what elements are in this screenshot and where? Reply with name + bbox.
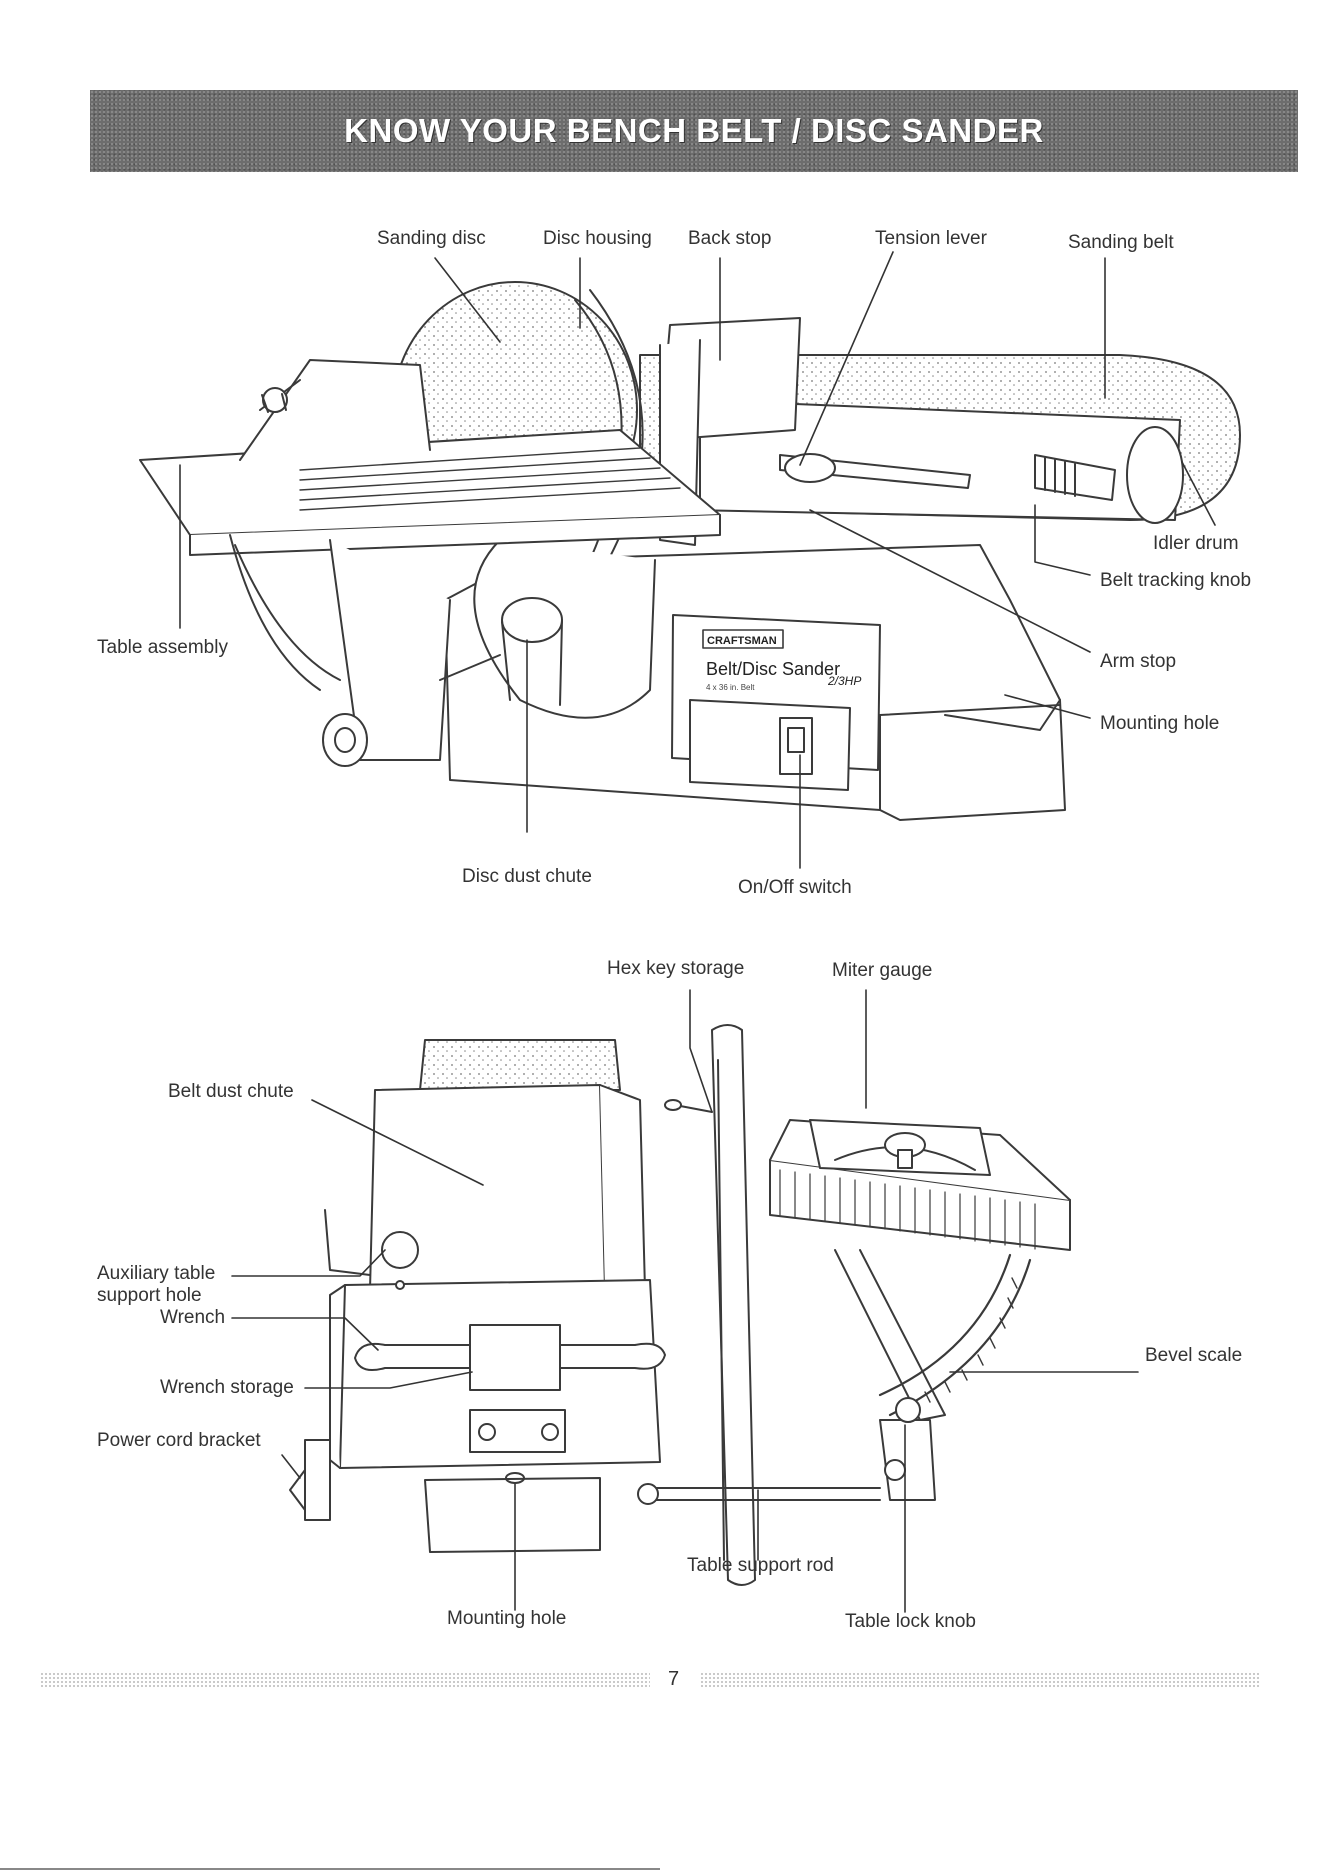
label-disc-housing: Disc housing (543, 228, 652, 249)
label-sanding-belt: Sanding belt (1068, 232, 1174, 253)
label-mounting-hole-top: Mounting hole (1100, 713, 1220, 734)
header-banner: KNOW YOUR BENCH BELT / DISC SANDER (90, 90, 1298, 172)
label-on-off-switch: On/Off switch (738, 877, 852, 898)
bottom-edge-rule (0, 1868, 660, 1870)
footer-rule-right (700, 1672, 1260, 1688)
nameplate-power: 2/3HP (827, 674, 861, 688)
label-tension-lever: Tension lever (875, 228, 987, 249)
page-title: KNOW YOUR BENCH BELT / DISC SANDER (344, 112, 1044, 149)
label-hex-key-storage: Hex key storage (607, 958, 745, 979)
top-view-leader-lines (179, 251, 1216, 869)
label-power-cord-bracket: Power cord bracket (97, 1430, 261, 1451)
label-sanding-disc: Sanding disc (377, 228, 486, 249)
label-table-lock-knob: Table lock knob (845, 1611, 976, 1632)
label-arm-stop: Arm stop (1100, 651, 1177, 672)
nameplate-product: Belt/Disc Sander (706, 659, 840, 679)
label-back-stop: Back stop (688, 228, 772, 249)
label-mounting-hole-bottom: Mounting hole (447, 1608, 567, 1629)
label-belt-dust-chute: Belt dust chute (168, 1081, 294, 1102)
footer-rule-left (40, 1672, 650, 1688)
top-view-drawing: CRAFTSMAN Belt/Disc Sander 2/3HP 4 x 36 … (139, 281, 1241, 821)
nameplate-brand: CRAFTSMAN (707, 635, 777, 647)
label-table-assembly: Table assembly (97, 637, 228, 658)
label-bevel-scale: Bevel scale (1145, 1345, 1243, 1366)
label-wrench-storage: Wrench storage (160, 1377, 294, 1398)
label-auxiliary-table-support-hole: Auxiliary table support hole (97, 1263, 216, 1306)
label-disc-dust-chute: Disc dust chute (462, 866, 592, 887)
label-wrench: Wrench (160, 1307, 226, 1328)
nameplate-spec: 4 x 36 in. Belt (706, 683, 755, 692)
label-idler-drum: Idler drum (1153, 533, 1239, 554)
page-number: 7 (668, 1668, 680, 1690)
label-miter-gauge: Miter gauge (832, 960, 933, 981)
bottom-view-leader-lines (231, 989, 1139, 1613)
label-table-support-rod: Table support rod (687, 1555, 834, 1576)
bottom-view-drawing (289, 1024, 1071, 1586)
label-belt-tracking-knob: Belt tracking knob (1100, 570, 1252, 591)
